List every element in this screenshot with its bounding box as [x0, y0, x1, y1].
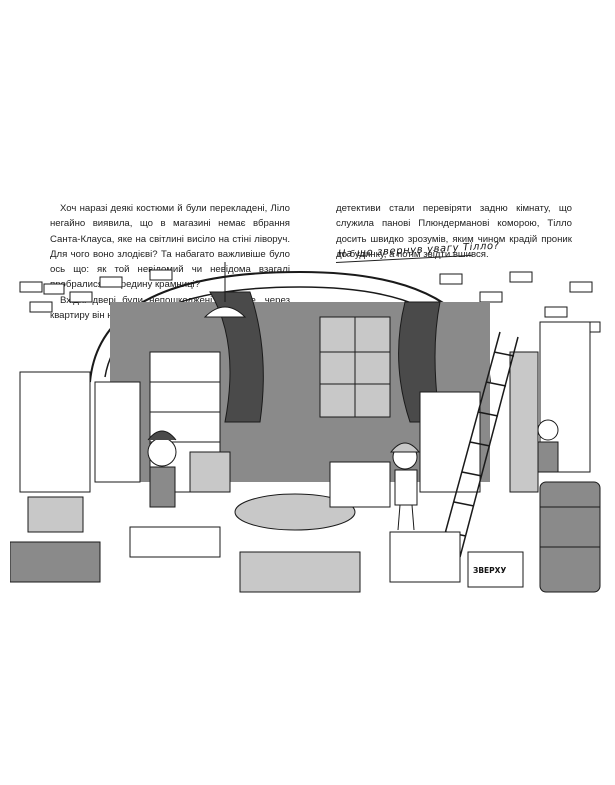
right-paragraph-1: детективи стали перевіряти задню кімнату…: [336, 203, 572, 260]
ladder: [439, 331, 519, 558]
round-rug: [234, 493, 356, 531]
floor-clutter: [10, 451, 461, 593]
girl-character: [147, 430, 177, 508]
window: [319, 316, 391, 418]
boy-character: [389, 442, 421, 531]
storeroom-illustration: ЗВЕРХУ: [10, 262, 604, 594]
box-label: ЗВЕРХУ: [473, 566, 506, 575]
storeroom-drawing: ЗВЕРХУ: [10, 262, 601, 593]
man-at-door: [537, 419, 559, 473]
barrel: [539, 481, 601, 593]
right-text-column: детективи стали перевіряти задню кімнату…: [336, 201, 572, 262]
top-side-box: ЗВЕРХУ: [467, 551, 524, 588]
ceiling-lamp: [203, 262, 247, 318]
